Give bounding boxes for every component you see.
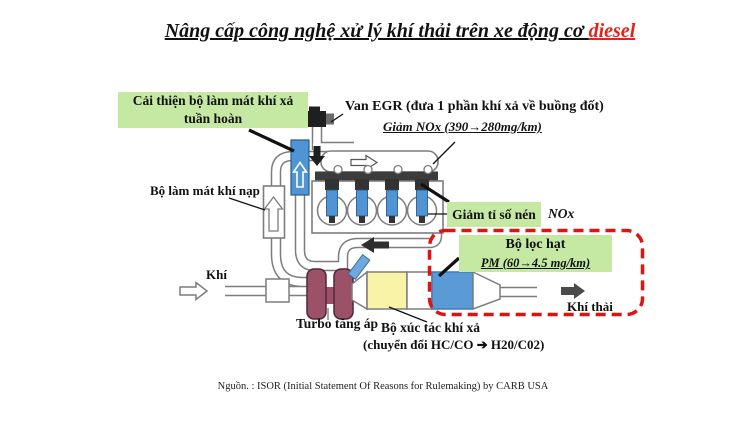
title-highlight: diesel (588, 20, 636, 42)
doser-injector (347, 254, 371, 280)
egr-cooler (290, 139, 310, 196)
label-egr-valve: Van EGR (đưa 1 phần khí xả về buồng đốt) (345, 99, 604, 114)
catalytic-converter (366, 271, 408, 310)
manifold-ports (333, 164, 433, 175)
callout-compression-box: Giảm tỉ số nén (447, 202, 541, 227)
egr-valve (305, 106, 334, 127)
callout-egr-cooler-line2: tuần hoàn (183, 111, 243, 126)
label-catalyst-line2: (chuyển đổi HC/CO ➔ H20/C02) (363, 337, 545, 352)
label-intake-cooler: Bộ làm mát khí nạp (150, 183, 260, 198)
label-turbo: Turbo tăng áp (296, 316, 379, 331)
exhaust-out-arrow-icon (561, 283, 585, 299)
page-title: Nâng cấp công nghệ xử lý khí thải trên x… (25, 20, 750, 43)
label-nox-reduction: Giảm NOx (390→280mg/km) (383, 119, 542, 134)
source-citation: Nguồn. : ISOR (Initial Statement Of Reas… (217, 381, 549, 392)
flow-arrow-up-egr-icon (291, 161, 309, 188)
flow-arrow-down-egr-icon (309, 146, 325, 166)
callout-particulate-line2: PM (60→4.5 mg/km) (480, 256, 591, 270)
label-nox: NOx (548, 206, 575, 221)
pointer-lines (228, 113, 461, 323)
highlight-dashed-box (427, 228, 645, 317)
label-exhaust-out: Khí thải (567, 299, 613, 314)
title-main: Nâng cấp công nghệ xử lý khí thải trên x… (164, 20, 589, 42)
flow-arrow-up-intercooler-icon (263, 195, 284, 232)
fuel-rail (315, 171, 438, 181)
exhaust-cone-out (472, 270, 501, 311)
label-catalyst-line1: Bộ xúc tác khí xả (381, 320, 481, 335)
air-in-arrow-icon (179, 280, 209, 302)
label-air-in: Khí (206, 267, 227, 282)
callout-particulate-box: Bộ lọc hạt PM (60→4.5 mg/km) (459, 235, 612, 272)
callout-particulate-line1: Bộ lọc hạt (505, 237, 566, 252)
callout-egr-cooler-box: Cải thiện bộ làm mát khí xả tuần hoàn (118, 92, 308, 128)
turbocharger (306, 268, 354, 320)
callout-egr-cooler-line1: Cải thiện bộ làm mát khí xả (132, 93, 294, 108)
flow-arrow-left-exhaust-icon (361, 237, 389, 253)
air-filter-box (265, 278, 290, 303)
particulate-filter (431, 271, 474, 310)
